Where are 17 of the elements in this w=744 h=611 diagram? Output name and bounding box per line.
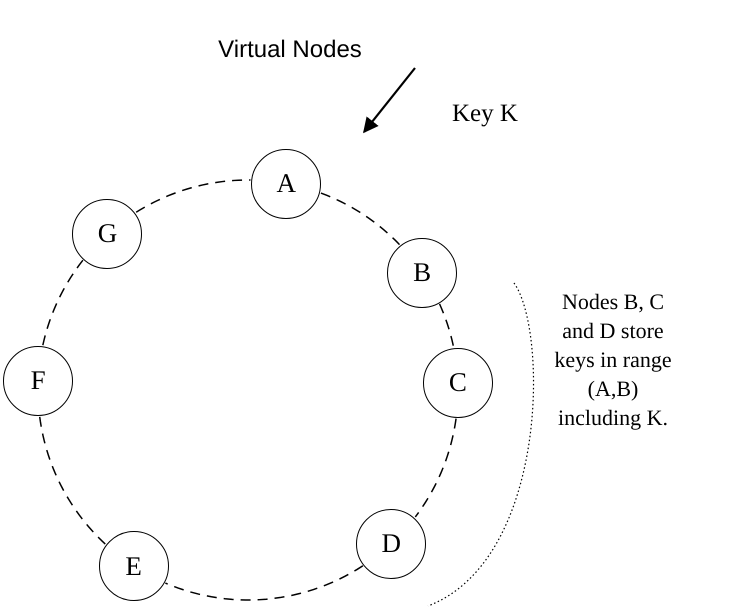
dashed-arc — [414, 418, 457, 518]
note: Nodes B, C and D store keys in range (A,B) including K. — [553, 288, 673, 432]
node-circle: E — [98, 531, 169, 602]
node-circle: F — [3, 346, 74, 416]
dashed-arc — [165, 565, 364, 601]
dashed-arc — [42, 260, 84, 346]
node-circle: C — [422, 348, 493, 418]
dashed-arc — [136, 179, 250, 213]
node-circle: A — [251, 148, 322, 219]
node-circle: B — [387, 238, 458, 308]
node-circle: G — [72, 198, 142, 269]
node-circle: D — [356, 508, 426, 579]
dashed-arc — [320, 192, 400, 246]
dashed-arc — [38, 416, 106, 545]
key-label: Key K — [452, 100, 518, 128]
title: Virtual Nodes — [217, 36, 363, 64]
dashed-arc — [438, 304, 454, 348]
